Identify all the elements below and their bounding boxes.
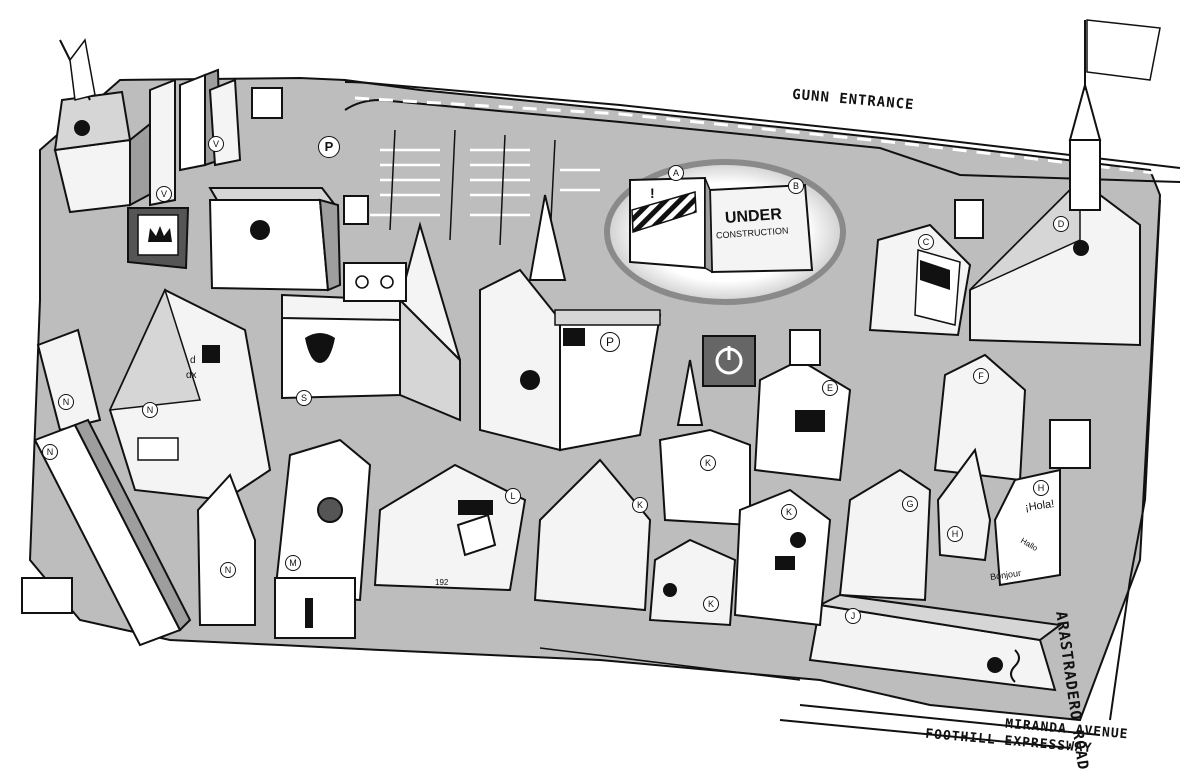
building-label-s[interactable]: S: [296, 390, 312, 406]
building-d[interactable]: [969, 19, 1161, 347]
dna-icon: [1010, 649, 1020, 683]
building-n-large[interactable]: [108, 287, 272, 502]
basketball-icon: [74, 120, 90, 136]
vending-box[interactable]: [1049, 419, 1091, 469]
building-label-k-1[interactable]: K: [700, 455, 716, 471]
weightlifter-icon: [250, 220, 270, 240]
bike-rack-2[interactable]: [343, 195, 369, 225]
building-museum[interactable]: [479, 194, 662, 452]
bike-rack-5[interactable]: [21, 577, 73, 614]
building-label-a[interactable]: A: [668, 165, 684, 181]
us-flag-icon: [920, 260, 950, 290]
building-label-k-4[interactable]: K: [703, 596, 719, 612]
globe-icon: [790, 532, 806, 548]
building-label-d[interactable]: D: [1053, 216, 1069, 232]
building-label-k-3[interactable]: K: [781, 504, 797, 520]
power-button-sign[interactable]: [702, 335, 756, 387]
building-k-tower[interactable]: [658, 359, 751, 527]
building-label-n-4[interactable]: N: [220, 562, 236, 578]
parking-lot-lines: [370, 148, 600, 217]
construction-zone[interactable]: [604, 159, 846, 305]
building-label-c[interactable]: C: [918, 234, 934, 250]
art-number: 192: [435, 578, 449, 587]
building-theater[interactable]: [281, 221, 461, 422]
janitor-icon: [305, 598, 313, 628]
building-label-f[interactable]: F: [973, 368, 989, 384]
building-n-strips[interactable]: [33, 328, 256, 647]
arastradero-road[interactable]: [1109, 199, 1161, 721]
bicycle-icon: [355, 275, 369, 289]
book-glasses-icon: [137, 437, 179, 461]
caution-icon: !: [650, 185, 655, 201]
building-label-j[interactable]: J: [845, 608, 861, 624]
bike-rack-1[interactable]: [251, 87, 283, 119]
reading-icon: [1073, 240, 1089, 256]
foothill-expressway[interactable]: [539, 647, 801, 681]
building-label-h-2[interactable]: H: [947, 526, 963, 542]
car-icon: [458, 500, 493, 515]
building-label-k-2[interactable]: K: [632, 497, 648, 513]
lab-flask-icon: [987, 657, 1003, 673]
caution-barrier: [631, 191, 697, 234]
chef-icon: [663, 583, 677, 597]
building-j[interactable]: [808, 593, 1063, 692]
crown-icon: [148, 226, 172, 242]
cube-icon: [456, 513, 497, 557]
building-label-e[interactable]: E: [822, 380, 838, 396]
building-label-n-2[interactable]: N: [142, 402, 158, 418]
calculus-icon: [202, 345, 220, 363]
math-dx: dx: [186, 370, 197, 381]
parking-sign-2[interactable]: P: [600, 332, 620, 352]
building-label-v-2[interactable]: V: [208, 136, 224, 152]
head-profile-icon: [520, 370, 540, 390]
building-m[interactable]: [273, 438, 372, 639]
flag-icon: [1086, 19, 1161, 81]
building-weight-room[interactable]: [208, 187, 342, 292]
telescope-icon: [317, 497, 343, 523]
building-l[interactable]: [373, 463, 527, 592]
building-label-n-1[interactable]: N: [58, 394, 74, 410]
math-d: d: [190, 355, 196, 366]
building-k-courts[interactable]: [733, 488, 832, 627]
theater-masks-icon: [305, 333, 335, 363]
crown-sign[interactable]: [127, 207, 190, 270]
scales-icon: [775, 556, 795, 570]
teacher-icon: [795, 410, 825, 432]
building-k-large[interactable]: [533, 458, 652, 612]
building-label-l[interactable]: L: [505, 488, 521, 504]
building-label-m[interactable]: M: [285, 555, 301, 571]
building-f[interactable]: [933, 353, 1027, 482]
building-label-v-1[interactable]: V: [156, 186, 172, 202]
building-label-h-1[interactable]: H: [1033, 480, 1049, 496]
building-label-n-3[interactable]: N: [42, 444, 58, 460]
building-label-b[interactable]: B: [788, 178, 804, 194]
building-c[interactable]: [868, 223, 972, 337]
miranda-avenue[interactable]: [779, 704, 1101, 749]
bike-rack-4[interactable]: [954, 199, 984, 239]
building-label-g[interactable]: G: [902, 496, 918, 512]
parking-sign-1[interactable]: P: [318, 136, 340, 158]
bike-rack-3[interactable]: [343, 262, 407, 302]
museum-icon: [563, 328, 585, 346]
gunn-entrance-road[interactable]: [344, 81, 1181, 183]
